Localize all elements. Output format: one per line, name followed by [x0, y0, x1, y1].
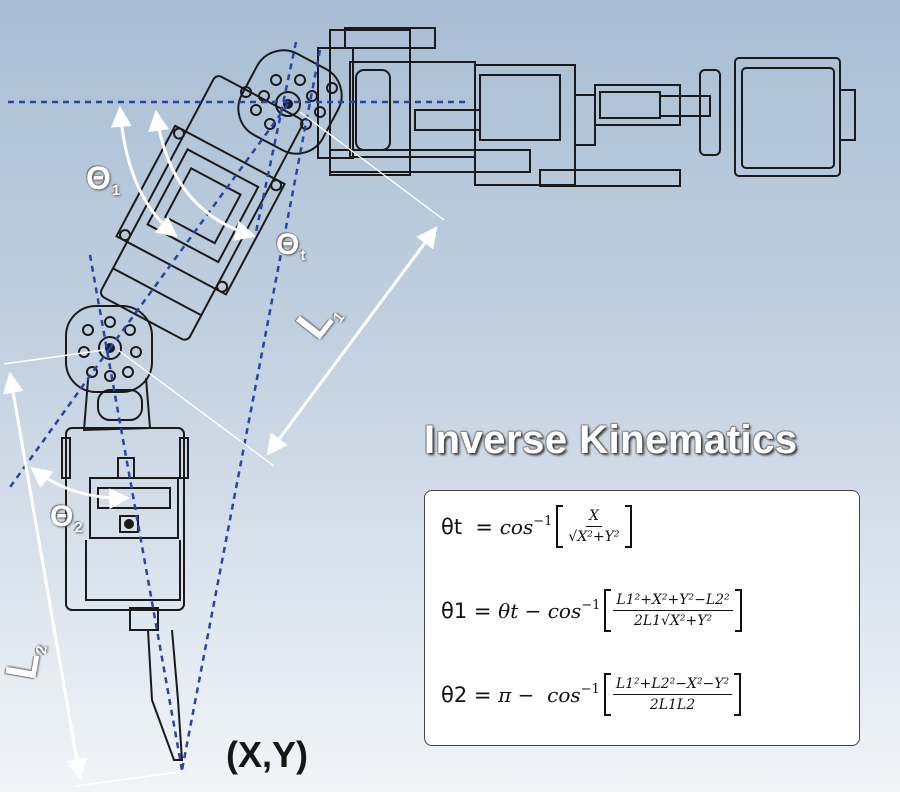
equation-func: cos−1	[547, 682, 600, 707]
thetat-arc	[148, 109, 257, 241]
angle-arcs	[30, 105, 257, 510]
equation-denominator: √X²+Y²	[568, 529, 620, 545]
l2-dimension-arrow	[2, 371, 88, 781]
equation-fraction: X √X²+Y²	[563, 505, 624, 548]
equation-lhs: θ1 =	[441, 598, 499, 623]
equation-fraction: L1²+L2²−X²−Y² 2L1L2	[611, 673, 734, 716]
equation-prefix: π −	[498, 682, 548, 707]
target-point-label: (X,Y)	[226, 734, 309, 775]
theta2-label: Θ2	[50, 500, 83, 536]
equation-denominator: 2L1L2	[649, 697, 696, 713]
l1-dimension-arrow	[266, 226, 438, 456]
dimension-arrows	[2, 226, 438, 781]
thetat-label: Θt	[276, 228, 306, 264]
extension-lines	[3, 111, 445, 787]
guide-lines	[6, 41, 470, 771]
page-title: Inverse Kinematics	[424, 418, 798, 462]
gripper-assembly	[317, 27, 856, 187]
equation-bracket: L1²+L2²−X²−Y² 2L1L2	[603, 673, 742, 716]
equation-func: cos−1	[499, 514, 553, 539]
equation-numerator: L1²+L2²−X²−Y²	[612, 676, 733, 695]
formula-panel: θt = cos−1 X √X²+Y² θ1 = θt − cos−1 L1²+…	[424, 490, 860, 746]
shoulder-joint	[237, 49, 343, 155]
equation-lhs: θt =	[441, 514, 500, 539]
elbow-joint	[65, 305, 153, 393]
equation-bracket: X √X²+Y²	[556, 505, 632, 548]
l2-label: L2	[0, 644, 51, 684]
theta1-label: Θ1	[86, 160, 121, 199]
theta1-arc	[110, 105, 178, 238]
equation-theta1: θ1 = θt − cos−1 L1²+X²+Y²−L2² 2L1√X²+Y²	[441, 589, 742, 632]
equation-bracket: L1²+X²+Y²−L2² 2L1√X²+Y²	[604, 589, 742, 632]
equation-denominator: 2L1√X²+Y²	[633, 613, 713, 629]
equation-fraction: L1²+X²+Y²−L2² 2L1√X²+Y²	[611, 589, 734, 632]
theta2-arc	[30, 466, 131, 510]
equation-numerator: X	[585, 508, 602, 527]
equation-numerator: L1²+X²+Y²−L2²	[613, 592, 733, 611]
equation-prefix: θt −	[498, 598, 548, 623]
equation-thetat: θt = cos−1 X √X²+Y²	[441, 505, 632, 548]
equation-lhs: θ2 =	[441, 682, 499, 707]
equation-func: cos−1	[547, 598, 601, 623]
equation-theta2: θ2 = π − cos−1 L1²+L2²−X²−Y² 2L1L2	[441, 673, 742, 716]
